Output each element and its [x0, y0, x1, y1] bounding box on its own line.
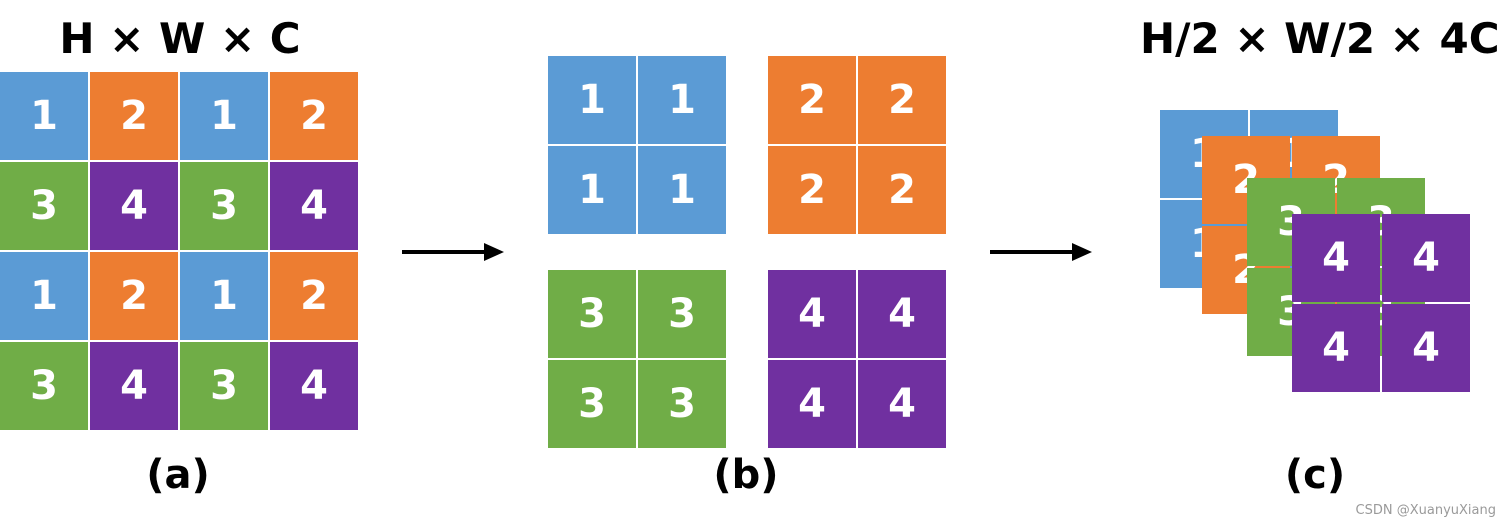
panel-a-cell: 1: [180, 72, 268, 160]
panel-b-cell: 4: [858, 270, 946, 358]
panel-b-caption: (b): [713, 452, 779, 498]
panel-c-layer-cell: 4: [1292, 304, 1380, 392]
panel-b-cell: 3: [638, 270, 726, 358]
panel-b-cell: 1: [548, 146, 636, 234]
watermark: CSDN @XuanyuXiang: [1355, 503, 1496, 518]
panel-c-layer-cell: 4: [1382, 214, 1470, 302]
panel-b-cell: 4: [858, 360, 946, 448]
panel-a-cell: 1: [0, 72, 88, 160]
panel-a-caption: (a): [146, 452, 210, 498]
panel-c-layer-cell: 4: [1382, 304, 1470, 392]
panel-c-layer-cell: 4: [1292, 214, 1380, 302]
arrow-right-icon: [402, 243, 504, 261]
panel-a-cell: 3: [0, 342, 88, 430]
panel-a-title: H × W × C: [59, 14, 301, 63]
panel-b-cell: 3: [638, 360, 726, 448]
panel-a-cell: 4: [90, 342, 178, 430]
panel-a-cell: 2: [270, 72, 358, 160]
panel-c-title: H/2 × W/2 × 4C: [1140, 14, 1500, 63]
panel-b-cell: 1: [638, 56, 726, 144]
panel-b-cell: 2: [858, 146, 946, 234]
panel-a-cell: 3: [180, 162, 268, 250]
panel-b-cell: 1: [638, 146, 726, 234]
panel-b-cell: 4: [768, 360, 856, 448]
arrow-right-icon: [990, 243, 1092, 261]
panel-b-cell: 2: [768, 56, 856, 144]
panel-b-cell: 1: [548, 56, 636, 144]
panel-b-cell: 2: [858, 56, 946, 144]
panel-a-cell: 4: [270, 342, 358, 430]
panel-a-cell: 2: [270, 252, 358, 340]
panel-b-cell: 2: [768, 146, 856, 234]
panel-a-cell: 4: [90, 162, 178, 250]
panel-a-cell: 2: [90, 72, 178, 160]
panel-a-cell: 2: [90, 252, 178, 340]
panel-a-cell: 3: [0, 162, 88, 250]
panel-a-cell: 4: [270, 162, 358, 250]
panel-b-cell: 3: [548, 360, 636, 448]
panel-a-cell: 3: [180, 342, 268, 430]
panel-a-cell: 1: [180, 252, 268, 340]
panel-c-caption: (c): [1284, 452, 1346, 498]
panel-b-cell: 4: [768, 270, 856, 358]
panel-a-cell: 1: [0, 252, 88, 340]
panel-b-cell: 3: [548, 270, 636, 358]
